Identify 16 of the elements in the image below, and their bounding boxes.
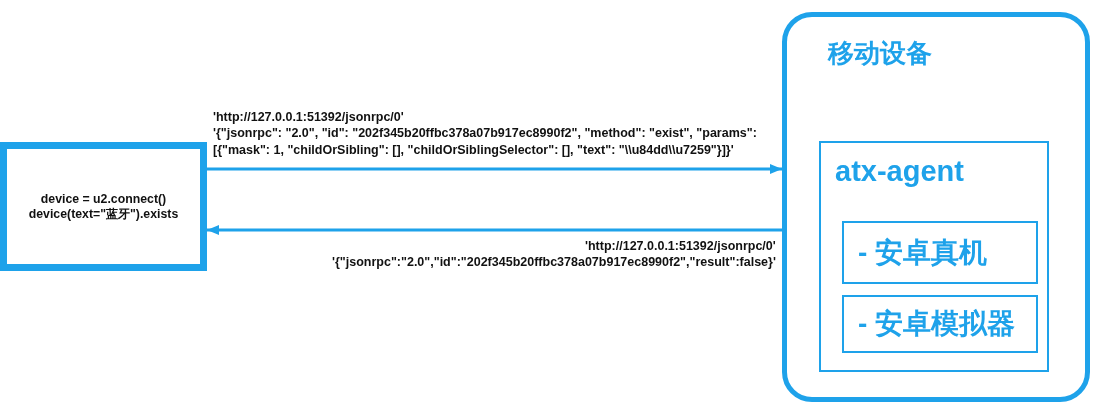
arrow bbox=[207, 225, 782, 235]
device-type-text: - 安卓模拟器 bbox=[858, 307, 1016, 341]
code-text: device = u2.connect() bbox=[40, 191, 167, 207]
json-text: '{"jsonrpc":"2.0","id":"202f345b20ffbc378a07b917ec8990f2","result":false}' bbox=[332, 254, 776, 271]
code-text: device(text="蓝牙").exists bbox=[28, 206, 179, 222]
edge-label: 'http://127.0.0.1:51392/jsonrpc/0' bbox=[213, 109, 404, 126]
panel-title: 移动设备 bbox=[828, 38, 932, 70]
device-type-box bbox=[842, 221, 1038, 284]
agent-box bbox=[819, 141, 1049, 372]
device-panel bbox=[782, 12, 1090, 402]
arrow bbox=[207, 164, 782, 174]
edge-label: 'http://127.0.0.1:51392/jsonrpc/0' bbox=[585, 238, 776, 255]
client-box bbox=[0, 142, 207, 271]
agent-title: atx-agent bbox=[835, 154, 964, 189]
device-type-box bbox=[842, 295, 1038, 353]
device-type-text: - 安卓真机 bbox=[858, 235, 988, 270]
